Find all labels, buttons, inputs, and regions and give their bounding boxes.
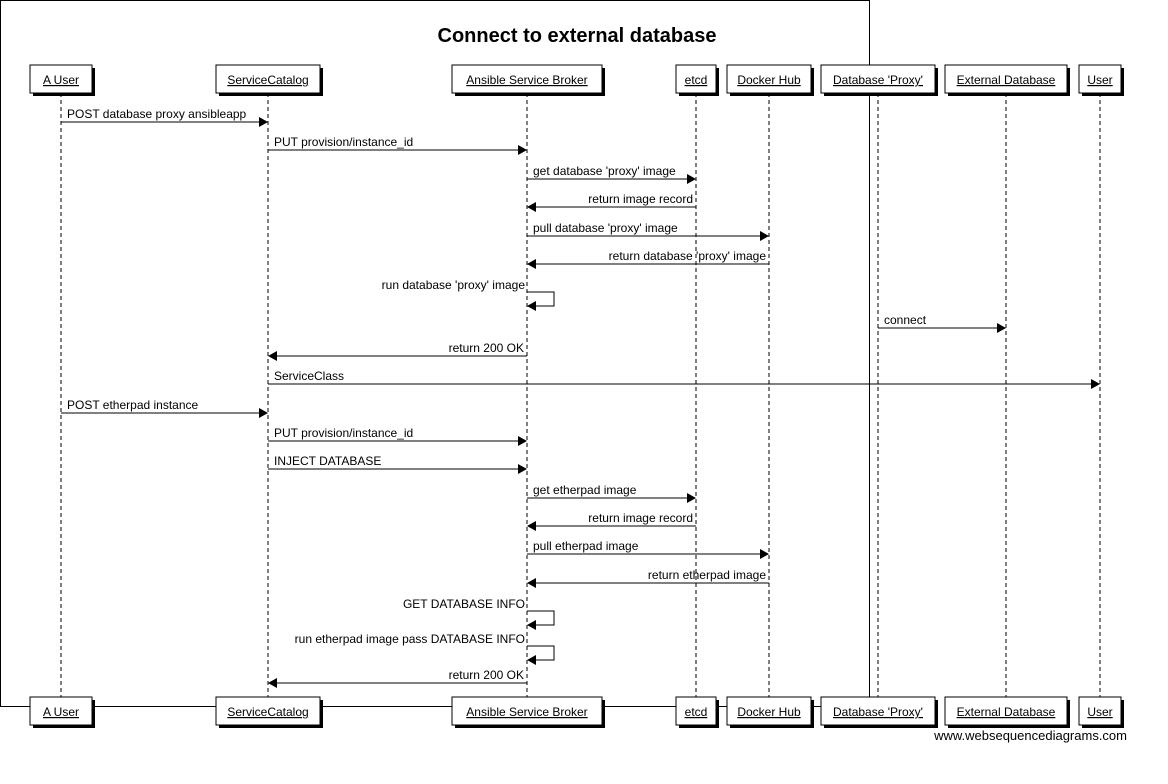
- participant-label: Ansible Service Broker: [466, 73, 587, 87]
- participant-label: ServiceCatalog: [227, 705, 308, 719]
- participant-box-bottom: [726, 696, 812, 726]
- participant-label: etcd: [685, 73, 708, 87]
- participant-box-bottom: [1078, 696, 1122, 726]
- message-label: return etherpad image: [648, 568, 766, 582]
- arrowhead: [527, 202, 536, 212]
- message-label: GET DATABASE INFO: [403, 597, 525, 611]
- participant-label: Database 'Proxy': [833, 705, 923, 719]
- participant-box-bottom: [675, 696, 717, 726]
- arrowhead: [518, 436, 527, 446]
- message-label: ServiceClass: [274, 369, 344, 383]
- message-label: POST etherpad instance: [67, 398, 199, 412]
- message-label: PUT provision/instance_id: [274, 135, 413, 149]
- arrowhead: [527, 259, 536, 269]
- message-label: return database 'proxy' image: [609, 249, 767, 263]
- participant-box-bottom: [29, 696, 93, 726]
- participant-box-bottom: [215, 696, 321, 726]
- participant-label: Docker Hub: [737, 73, 801, 87]
- message-label: return 200 OK: [449, 341, 524, 355]
- arrowhead: [997, 323, 1006, 333]
- self-message-line: [527, 645, 555, 661]
- participant-label: Docker Hub: [737, 705, 801, 719]
- participants-bottom: A User ServiceCatalog Ansible Service Brok…: [29, 696, 1124, 728]
- arrowhead: [259, 117, 268, 127]
- arrowhead: [518, 145, 527, 155]
- arrowhead: [760, 231, 769, 241]
- participant-box-bottom: [944, 696, 1068, 726]
- participant-label: User: [1087, 705, 1112, 719]
- message-label: PUT provision/instance_id: [274, 426, 413, 440]
- participant-box-top: [215, 64, 321, 94]
- participant-label: Database 'Proxy': [833, 73, 923, 87]
- participant-box-top: [726, 64, 812, 94]
- self-message-line: [527, 610, 555, 626]
- message-label: POST database proxy ansibleapp: [67, 107, 247, 121]
- arrowhead: [527, 655, 536, 665]
- message-label: INJECT DATABASE: [274, 454, 381, 468]
- diagram-title: Connect to external database: [438, 25, 717, 47]
- arrowhead: [527, 521, 536, 531]
- diagram-frame: [0, 0, 870, 707]
- self-message-line: [527, 291, 555, 307]
- participant-label: External Database: [957, 705, 1056, 719]
- message-label: pull database 'proxy' image: [533, 221, 678, 235]
- arrowhead: [687, 493, 696, 503]
- participant-label: External Database: [957, 73, 1056, 87]
- arrowhead: [259, 408, 268, 418]
- participant-label: Ansible Service Broker: [466, 705, 587, 719]
- participant-label: User: [1087, 73, 1112, 87]
- participant-label: A User: [43, 705, 79, 719]
- arrowhead: [268, 678, 277, 688]
- participants-top: A User ServiceCatalog Ansible Service Brok…: [29, 64, 1124, 96]
- message-label: run etherpad image pass DATABASE INFO: [295, 632, 525, 646]
- message-label: pull etherpad image: [533, 539, 639, 553]
- participant-box-top: [1078, 64, 1122, 94]
- arrowhead: [268, 351, 277, 361]
- arrowhead: [687, 174, 696, 184]
- message-label: return 200 OK: [449, 668, 524, 682]
- participant-box-top: [451, 64, 603, 94]
- participant-box-top: [820, 64, 936, 94]
- participant-box-bottom: [451, 696, 603, 726]
- lifelines: [60, 93, 1101, 697]
- arrowhead: [760, 549, 769, 559]
- arrowhead: [527, 620, 536, 630]
- participant-label: ServiceCatalog: [227, 73, 308, 87]
- participant-box-bottom: [820, 696, 936, 726]
- message-label: get etherpad image: [533, 483, 637, 497]
- arrowhead: [527, 301, 536, 311]
- participant-box-top: [675, 64, 717, 94]
- message-label: return image record: [588, 192, 693, 206]
- arrowhead: [527, 578, 536, 588]
- message-label: return image record: [588, 511, 693, 525]
- message-label: connect: [884, 313, 927, 327]
- watermark-text: www.websequencediagrams.com: [933, 728, 1127, 743]
- participant-label: A User: [43, 73, 79, 87]
- message-label: get database 'proxy' image: [533, 164, 676, 178]
- participant-box-top: [944, 64, 1068, 94]
- participant-label: etcd: [685, 705, 708, 719]
- arrowhead: [518, 464, 527, 474]
- participant-box-top: [29, 64, 93, 94]
- arrowhead: [1091, 379, 1100, 389]
- message-label: run database 'proxy' image: [382, 278, 526, 292]
